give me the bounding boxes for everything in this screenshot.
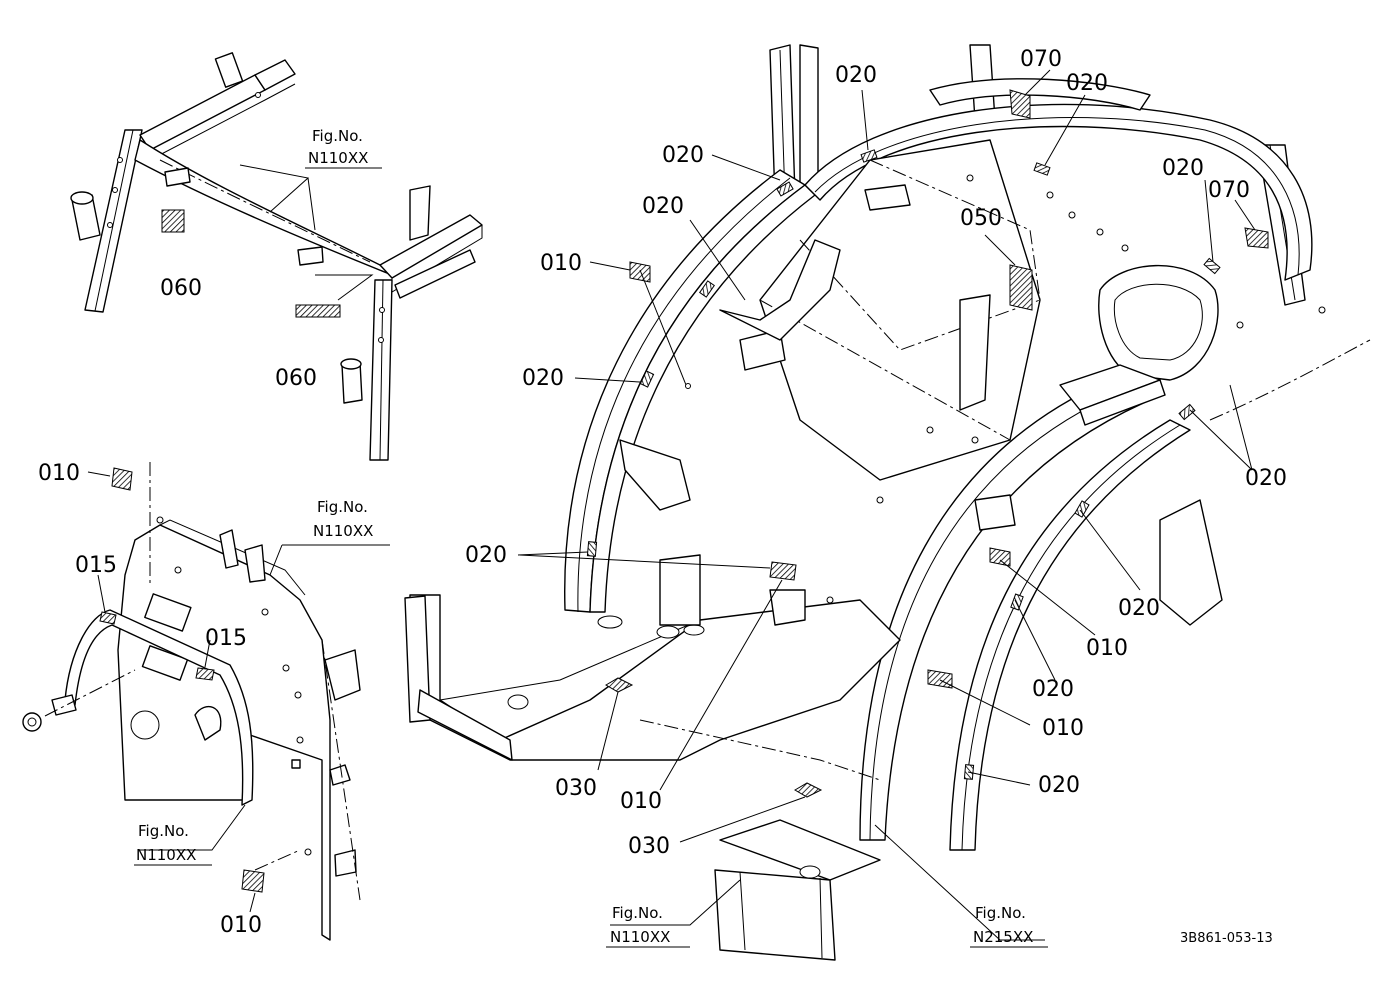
- fig-ref-top-left: Fig.No. N110XX: [305, 127, 382, 169]
- callout-020-k: 020: [1038, 773, 1080, 798]
- callout-050: 050: [960, 206, 1002, 231]
- pad-060-b: [295, 304, 341, 318]
- callout-020-a: 020: [662, 143, 704, 168]
- pad-050: [1009, 264, 1033, 311]
- fig-ref-bottom-left-number: N110XX: [136, 846, 196, 864]
- fig-ref-bottom-center-number: N110XX: [610, 928, 670, 946]
- pad-010-f: [927, 669, 953, 689]
- fig-ref-bottom-left: Fig.No. N110XX: [134, 822, 212, 866]
- figure-references: Fig.No. N110XX Fig.No. N110XX Fig.No. N1…: [134, 127, 1048, 948]
- svg-text:Fig.No.: Fig.No.: [975, 904, 1026, 922]
- fig-ref-mid-left-number: N110XX: [313, 522, 373, 540]
- callout-070-b: 070: [1208, 178, 1250, 203]
- callout-030-a: 030: [555, 776, 597, 801]
- callout-020-h: 020: [465, 543, 507, 568]
- pad-070-a: [1009, 89, 1031, 119]
- callout-010-a: 010: [38, 461, 80, 486]
- callout-010-c: 010: [540, 251, 582, 276]
- pad-070-b: [1244, 227, 1269, 249]
- callout-020-i: 020: [1118, 596, 1160, 621]
- callout-010-b: 010: [220, 913, 262, 938]
- pad-030-a: [605, 677, 634, 693]
- callout-020-b: 020: [835, 63, 877, 88]
- fig-ref-bottom-center: Fig.No. N110XX: [606, 904, 690, 948]
- svg-text:Fig.No.: Fig.No.: [312, 127, 363, 145]
- pad-010-d: [769, 561, 797, 581]
- callout-010-f: 010: [620, 789, 662, 814]
- pad-015-a: [99, 611, 117, 625]
- callout-030-b: 030: [628, 834, 670, 859]
- callout-015-a: 015: [75, 553, 117, 578]
- fig-ref-top-left-number: N110XX: [308, 149, 368, 167]
- pad-010-b: [241, 869, 265, 893]
- callout-015-b: 015: [205, 626, 247, 651]
- callout-020-g: 020: [1245, 466, 1287, 491]
- main-cab-structure: [404, 44, 1371, 961]
- roof-frame-detail: [70, 52, 483, 461]
- callout-010-d: 010: [1086, 636, 1128, 661]
- pad-015-b: [195, 667, 215, 681]
- pad-030-b: [794, 782, 823, 798]
- callout-020-e: 020: [1162, 156, 1204, 181]
- pad-010-e: [989, 547, 1011, 567]
- pad-010-a: [111, 467, 133, 491]
- fig-ref-bottom-right: Fig.No. N215XX: [970, 904, 1048, 948]
- callout-070-a: 070: [1020, 47, 1062, 72]
- callout-060-a: 060: [160, 276, 202, 301]
- callout-020-j: 020: [1032, 677, 1074, 702]
- fig-ref-mid-left: Fig.No. N110XX: [282, 498, 390, 546]
- pad-060-a: [161, 209, 185, 233]
- fig-ref-bottom-right-number: N215XX: [973, 928, 1033, 946]
- callout-labels: 060 060 010 015 015 010 020 020 070 020 …: [38, 47, 1287, 938]
- callout-020-f: 020: [522, 366, 564, 391]
- svg-text:Fig.No.: Fig.No.: [612, 904, 663, 922]
- svg-text:Fig.No.: Fig.No.: [317, 498, 368, 516]
- svg-text:Fig.No.: Fig.No.: [138, 822, 189, 840]
- callout-060-b: 060: [275, 366, 317, 391]
- callout-010-e: 010: [1042, 716, 1084, 741]
- callout-020-c: 020: [1066, 71, 1108, 96]
- side-panel-detail: [22, 462, 390, 941]
- callout-020-d: 020: [642, 194, 684, 219]
- document-id: 3B861-053-13: [1180, 931, 1273, 946]
- pad-010-c: [629, 261, 651, 283]
